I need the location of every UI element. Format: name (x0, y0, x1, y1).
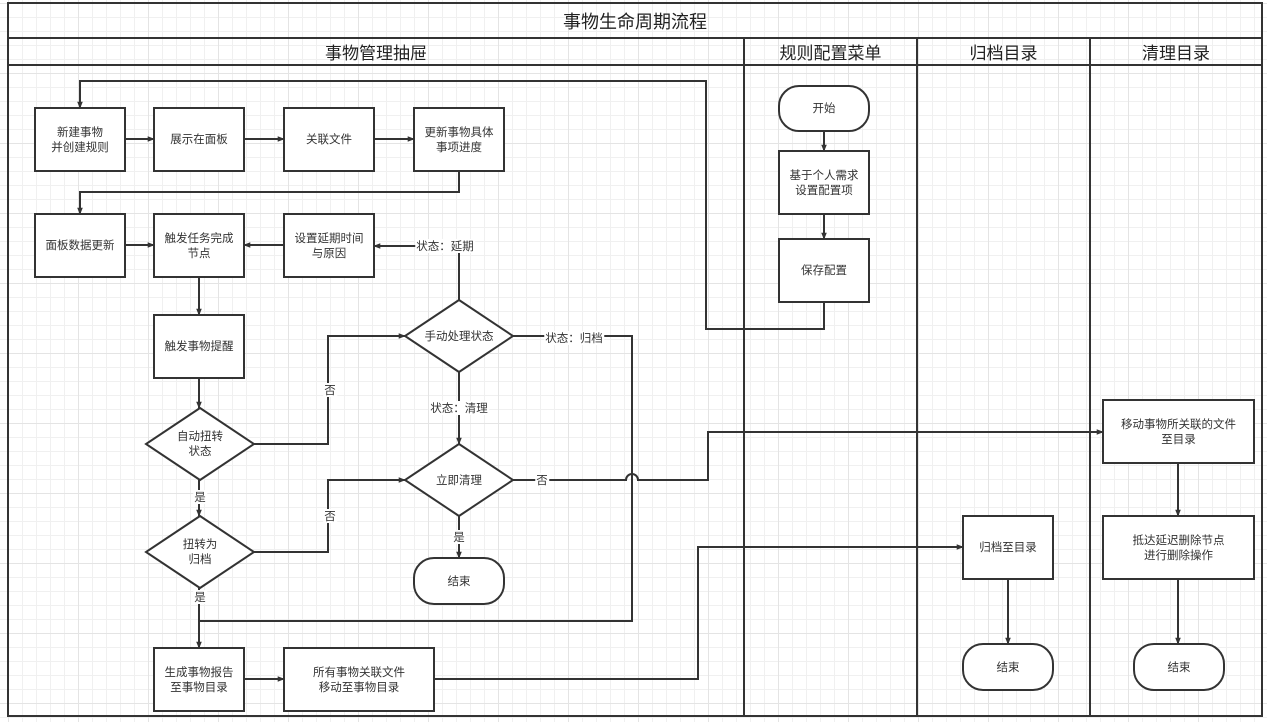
node-gen-report-process (153, 647, 245, 712)
lane-title-rules: 规则配置菜单 (779, 44, 882, 64)
edge-manual-to-report (196, 335, 633, 649)
node-panel-update-process (34, 213, 126, 278)
node-archive-to-dir-process (962, 515, 1054, 580)
node-clean-now-decision (403, 442, 515, 518)
edge-label-yes-clean: 是 (452, 530, 466, 544)
node-set-config-process (778, 150, 870, 215)
node-flip-archive-decision (144, 514, 256, 590)
edge-label-no-flip: 否 (323, 509, 337, 523)
edge-label-clean: 状态：清理 (429, 401, 489, 415)
edge-update-to-panel (77, 171, 460, 215)
lane-title-archive: 归档目录 (969, 44, 1038, 64)
node-trigger-done-process (153, 213, 245, 278)
lane-title-drawer: 事物管理抽屉 (325, 44, 427, 64)
node-end-drawer-terminal (413, 557, 505, 605)
node-new-item-process (34, 107, 126, 172)
node-trigger-remind-process (153, 314, 245, 379)
diagram-title: 事物生命周期流程 (563, 11, 707, 33)
node-link-files-process (283, 107, 375, 172)
node-save-config-process (778, 238, 870, 303)
node-show-panel-process (153, 107, 245, 172)
node-set-delay-process (283, 213, 375, 278)
edge-files-to-archive (434, 544, 964, 680)
node-manual-state-decision (403, 298, 515, 374)
edge-clean-to-move-linked (513, 429, 1104, 481)
edge-label-delay: 状态：延期 (415, 239, 475, 253)
node-auto-flip-decision (144, 406, 256, 482)
node-move-all-files-process (283, 647, 435, 712)
pool-frame (7, 2, 1263, 717)
node-update-progress-process (413, 107, 505, 172)
edge-manual-to-delay (373, 243, 460, 300)
edge-label-no-auto: 否 (323, 383, 337, 397)
node-start-terminal (778, 85, 870, 132)
edge-save-to-new (77, 80, 825, 330)
edge-label-yes-flip: 是 (193, 590, 207, 604)
edge-label-yes-auto: 是 (193, 490, 207, 504)
node-delete-node-process (1102, 515, 1255, 580)
lane-title-cleanup: 清理目录 (1142, 44, 1210, 64)
edge-label-no-clean: 否 (535, 473, 549, 487)
node-end-archive-terminal (962, 643, 1054, 691)
node-end-cleanup-terminal (1133, 643, 1225, 691)
edge-label-archive: 状态：归档 (544, 331, 604, 345)
node-move-linked-process (1102, 399, 1255, 464)
